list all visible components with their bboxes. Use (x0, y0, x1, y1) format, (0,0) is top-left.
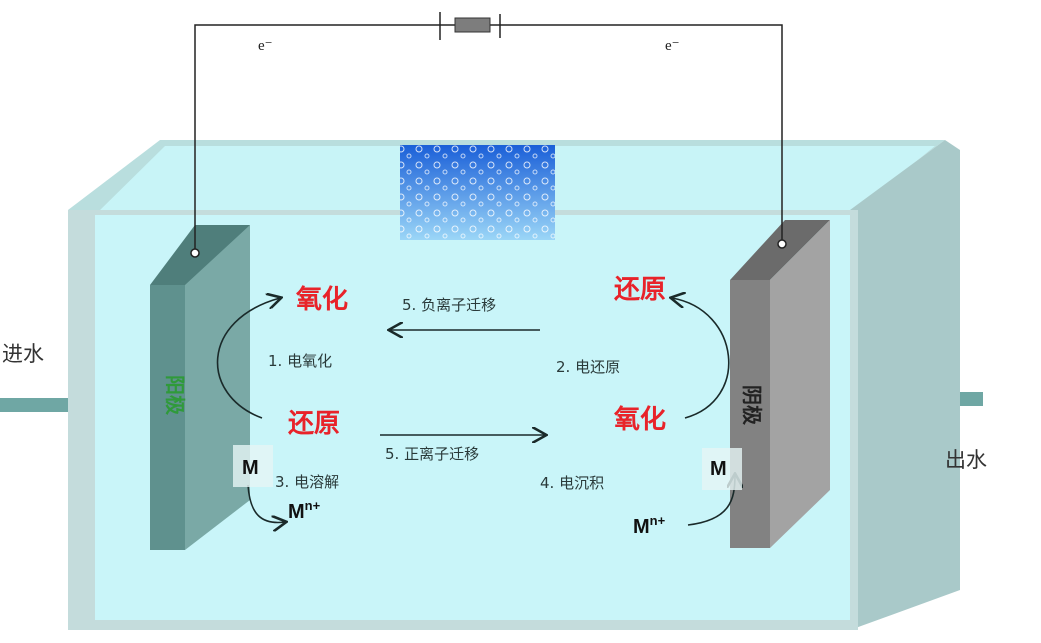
cathode-plate (730, 220, 830, 548)
external-circuit (190, 12, 787, 258)
anode-reduced: 还原 (288, 409, 340, 439)
cathode-metal: M (710, 458, 727, 480)
anode-label: 阳极 (163, 375, 187, 416)
anode-dissolve-arrow (247, 484, 285, 523)
outlet-label: 出水 (945, 448, 987, 472)
anode-oxidized: 氧化 (295, 285, 348, 315)
cathode-step4: 4. 电沉积 (540, 474, 604, 492)
anode-step3: 3. 电溶解 (275, 473, 339, 491)
electron-left: e⁻ (258, 38, 273, 54)
cathode-reduction-arrow (672, 298, 730, 419)
cathode-reduced: 还原 (614, 275, 666, 305)
anode-metal: M (242, 457, 259, 479)
cathode-oxidized: 氧化 (613, 405, 666, 435)
anode-plate (150, 225, 250, 550)
cathode-ion: Mn+ (633, 513, 666, 538)
anode-step1: 1. 电氧化 (268, 352, 332, 370)
inlet-label: 进水 (2, 342, 44, 366)
anode-oxidation-arrow (216, 298, 280, 419)
cathode-step2: 2. 电还原 (556, 358, 620, 376)
anode-ion: Mn+ (288, 498, 321, 523)
electron-right: e⁻ (665, 38, 680, 54)
resistor (454, 17, 491, 33)
cathode-label: 阴极 (740, 385, 764, 426)
anion-migration-label: 5. 负离子迁移 (402, 296, 496, 314)
cation-migration-label: 5. 正离子迁移 (385, 445, 479, 463)
